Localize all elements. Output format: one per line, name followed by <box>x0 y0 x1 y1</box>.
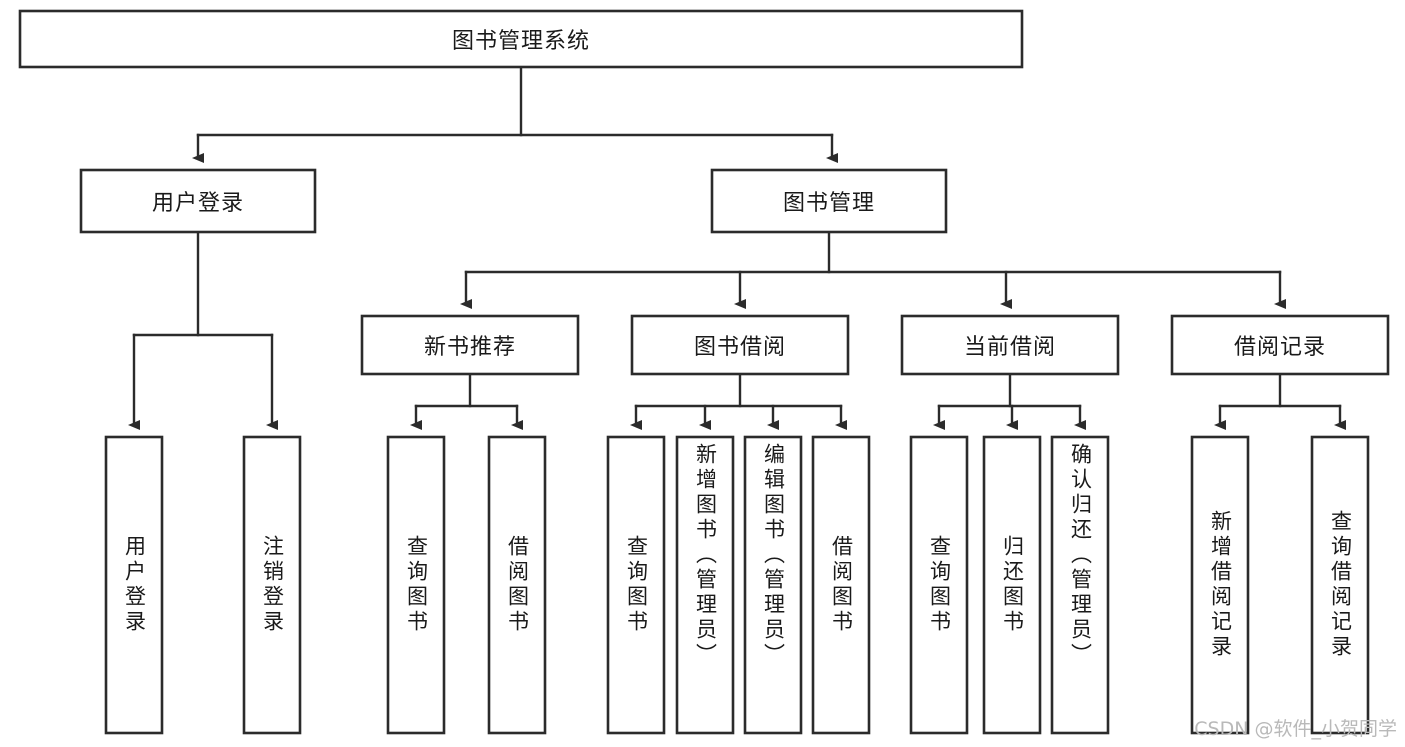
node-box-leaf-query-borrow-record[interactable] <box>1310 435 1370 735</box>
connector-group-user-login <box>128 230 278 430</box>
node-box-leaf-query-book-borrow[interactable] <box>606 435 666 735</box>
connector-group-borrow-record <box>1214 372 1346 430</box>
node-box-leaf-borrow-book[interactable] <box>811 435 871 735</box>
node-box-new-book-recommend[interactable] <box>360 314 580 376</box>
node-box-leaf-edit-book-admin[interactable] <box>743 435 803 735</box>
node-box-leaf-add-book-admin[interactable] <box>675 435 735 735</box>
node-box-leaf-borrow-book-recommend[interactable] <box>487 435 547 735</box>
node-box-leaf-query-book-current[interactable] <box>909 435 969 735</box>
connector-group-root <box>192 65 838 163</box>
node-box-leaf-confirm-return-admin[interactable] <box>1050 435 1110 735</box>
connector-group-new-book-recommend <box>410 372 523 430</box>
connector-group-book-manage <box>460 230 1286 309</box>
node-box-book-borrow[interactable] <box>630 314 850 376</box>
node-box-leaf-user-login[interactable] <box>104 435 164 735</box>
node-box-borrow-record[interactable] <box>1170 314 1390 376</box>
connector-group-book-borrow <box>630 372 847 430</box>
node-box-current-borrow[interactable] <box>900 314 1120 376</box>
node-box-root[interactable] <box>18 9 1024 69</box>
node-box-leaf-return-book[interactable] <box>982 435 1042 735</box>
node-box-leaf-query-book-recommend[interactable] <box>386 435 446 735</box>
node-box-leaf-add-borrow-record[interactable] <box>1190 435 1250 735</box>
node-box-leaf-user-logout[interactable] <box>242 435 302 735</box>
connector-group-current-borrow <box>933 372 1086 430</box>
node-box-book-manage[interactable] <box>710 168 948 234</box>
node-box-user-login[interactable] <box>79 168 317 234</box>
